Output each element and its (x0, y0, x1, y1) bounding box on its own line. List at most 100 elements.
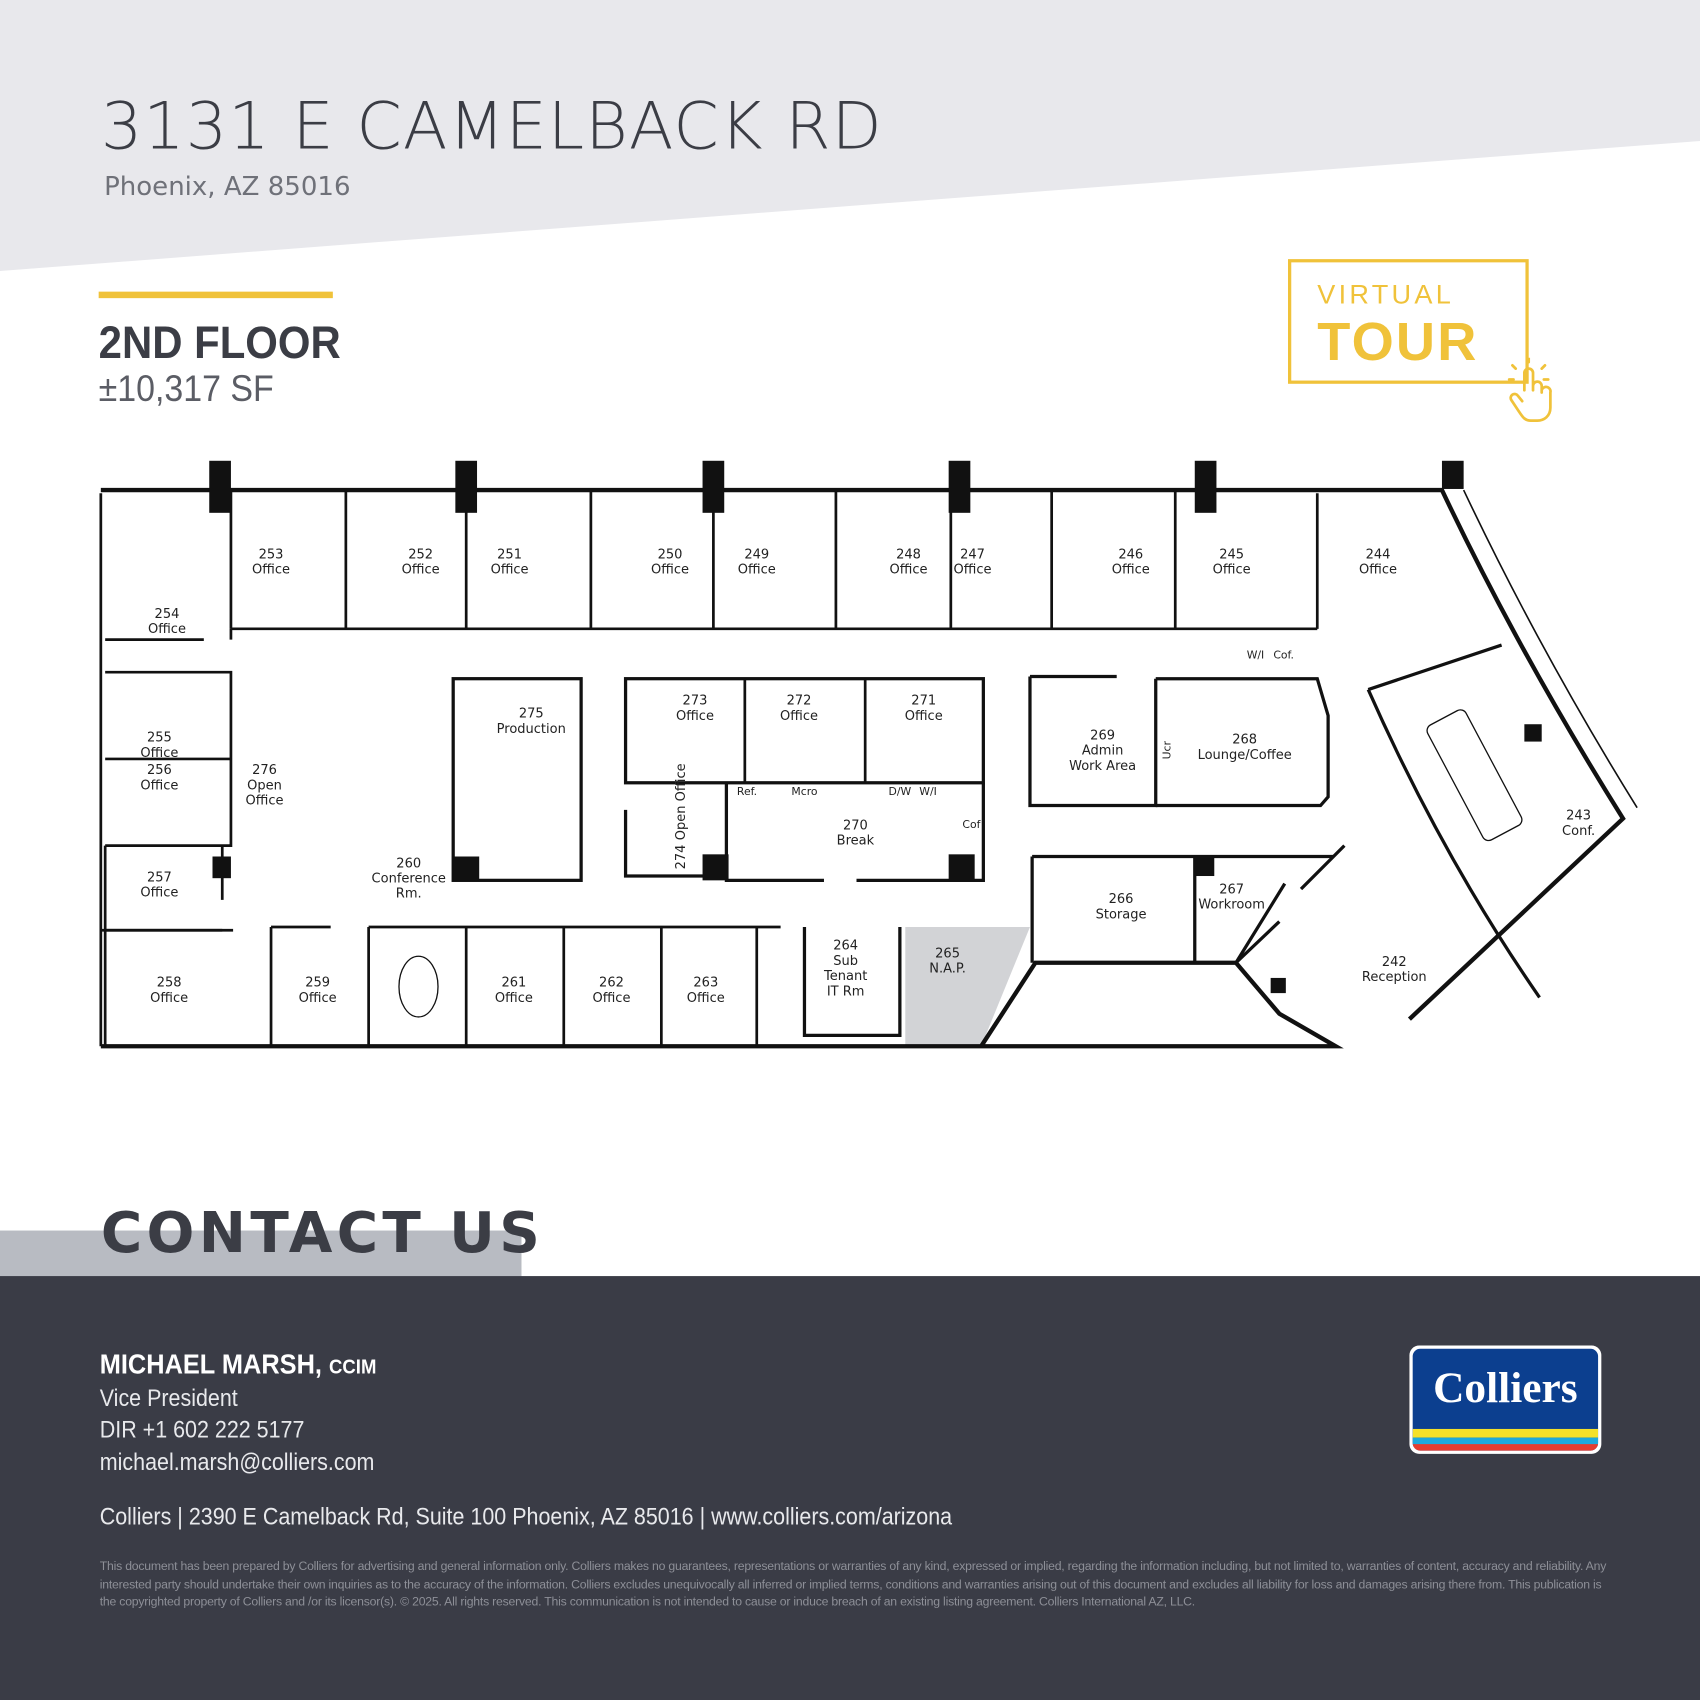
conference-table-260 (398, 955, 439, 1018)
room-number: 274 (673, 844, 689, 870)
room-name: Workroom (1198, 896, 1265, 912)
room-number: 256 (146, 762, 172, 778)
agent-credential: CCIM (329, 1356, 377, 1380)
room-number: 258 (156, 974, 182, 990)
virtual-tour-line2: TOUR (1317, 311, 1479, 372)
room-name: Office (780, 707, 819, 724)
room-name: Storage (1095, 906, 1147, 922)
fixture-label: Cof (962, 819, 981, 832)
room-name: Office (686, 989, 725, 1006)
room-number: 259 (305, 974, 331, 990)
building-columns (209, 460, 1542, 994)
property-city: Phoenix, AZ 85016 (104, 171, 351, 202)
room-number: 252 (408, 546, 434, 562)
office-address-line: Colliers | 2390 E Camelback Rd, Suite 10… (99, 1502, 953, 1530)
room-name: Office (592, 989, 631, 1006)
room-number: 270 (843, 817, 868, 833)
bottom-row-wall (100, 925, 781, 1047)
agent-phone[interactable]: DIR +1 602 222 5177 (99, 1415, 305, 1444)
room-number: 269 (1090, 727, 1116, 743)
reception-wall (1234, 844, 1346, 964)
fixture-label: Cof. (1273, 649, 1295, 662)
room-number: 245 (1219, 546, 1245, 562)
room-name: Office (252, 561, 291, 577)
room-number: 253 (258, 546, 284, 562)
room-number: 276 (252, 762, 277, 778)
room-name: Office (1111, 561, 1150, 577)
room-275-wall (451, 677, 583, 882)
room-name: N.A.P. (929, 960, 966, 976)
room-name: Office (889, 561, 928, 577)
room-number: 247 (960, 546, 985, 562)
floor-label: 2ND FLOOR (98, 316, 341, 368)
agent-email[interactable]: michael.marsh@colliers.com (99, 1448, 375, 1476)
room-name: Office (150, 989, 189, 1006)
virtual-tour-button[interactable]: VIRTUAL TOUR (1288, 259, 1529, 384)
property-address: 3131 E CAMELBACK RD (100, 88, 883, 165)
pointing-hand-click-icon (1507, 357, 1552, 423)
curtain-wall (1462, 489, 1638, 809)
nap-area (905, 926, 1030, 1047)
fixture-label: W/I (1246, 649, 1265, 662)
agent-name-text: MICHAEL MARSH, (99, 1347, 322, 1381)
room-number: 255 (146, 729, 172, 745)
room-number: 246 (1118, 546, 1144, 562)
disclaimer: This document has been prepared by Colli… (99, 1560, 1607, 1609)
room-name: Office (494, 989, 533, 1006)
room-name: Office (490, 561, 529, 577)
room-number: 250 (657, 546, 683, 562)
room-name: Conference Rm. (371, 870, 446, 901)
room-274-wall (623, 809, 727, 878)
conference-curve-wall (1366, 643, 1541, 999)
room-name: Open Office (673, 763, 689, 841)
room-name: Break (836, 832, 875, 848)
room-name: Production (496, 720, 566, 737)
fixture-label: W/I (919, 786, 937, 799)
room-name: Conf. (1562, 822, 1596, 839)
room-name: Office (651, 561, 690, 577)
room-name: Office (147, 621, 186, 637)
room-number: 243 (1566, 807, 1591, 823)
room-number: 260 (396, 855, 422, 871)
header-band (0, 0, 1700, 272)
room-name: Admin Work Area (1069, 742, 1137, 774)
room-number: 249 (744, 546, 770, 562)
room-name: Office (1359, 561, 1397, 577)
room-number: 275 (518, 705, 544, 721)
room-264-wall (802, 926, 902, 1038)
room-269-wall (1028, 674, 1158, 808)
fixture-label: Ucr (1161, 741, 1174, 760)
room-number: 265 (935, 945, 960, 961)
room-name: Office (737, 561, 776, 577)
room-label-274: 274 Open Office (673, 763, 688, 869)
left-offices-wall (99, 493, 233, 1047)
floor-area: ±10,317 SF (98, 368, 274, 410)
room-number: 262 (599, 974, 624, 990)
room-268-wall (1155, 677, 1330, 808)
room-number: 254 (154, 606, 180, 622)
colliers-logo-text: Colliers (1433, 1362, 1578, 1412)
rooms-266-267-wall (1030, 854, 1334, 964)
